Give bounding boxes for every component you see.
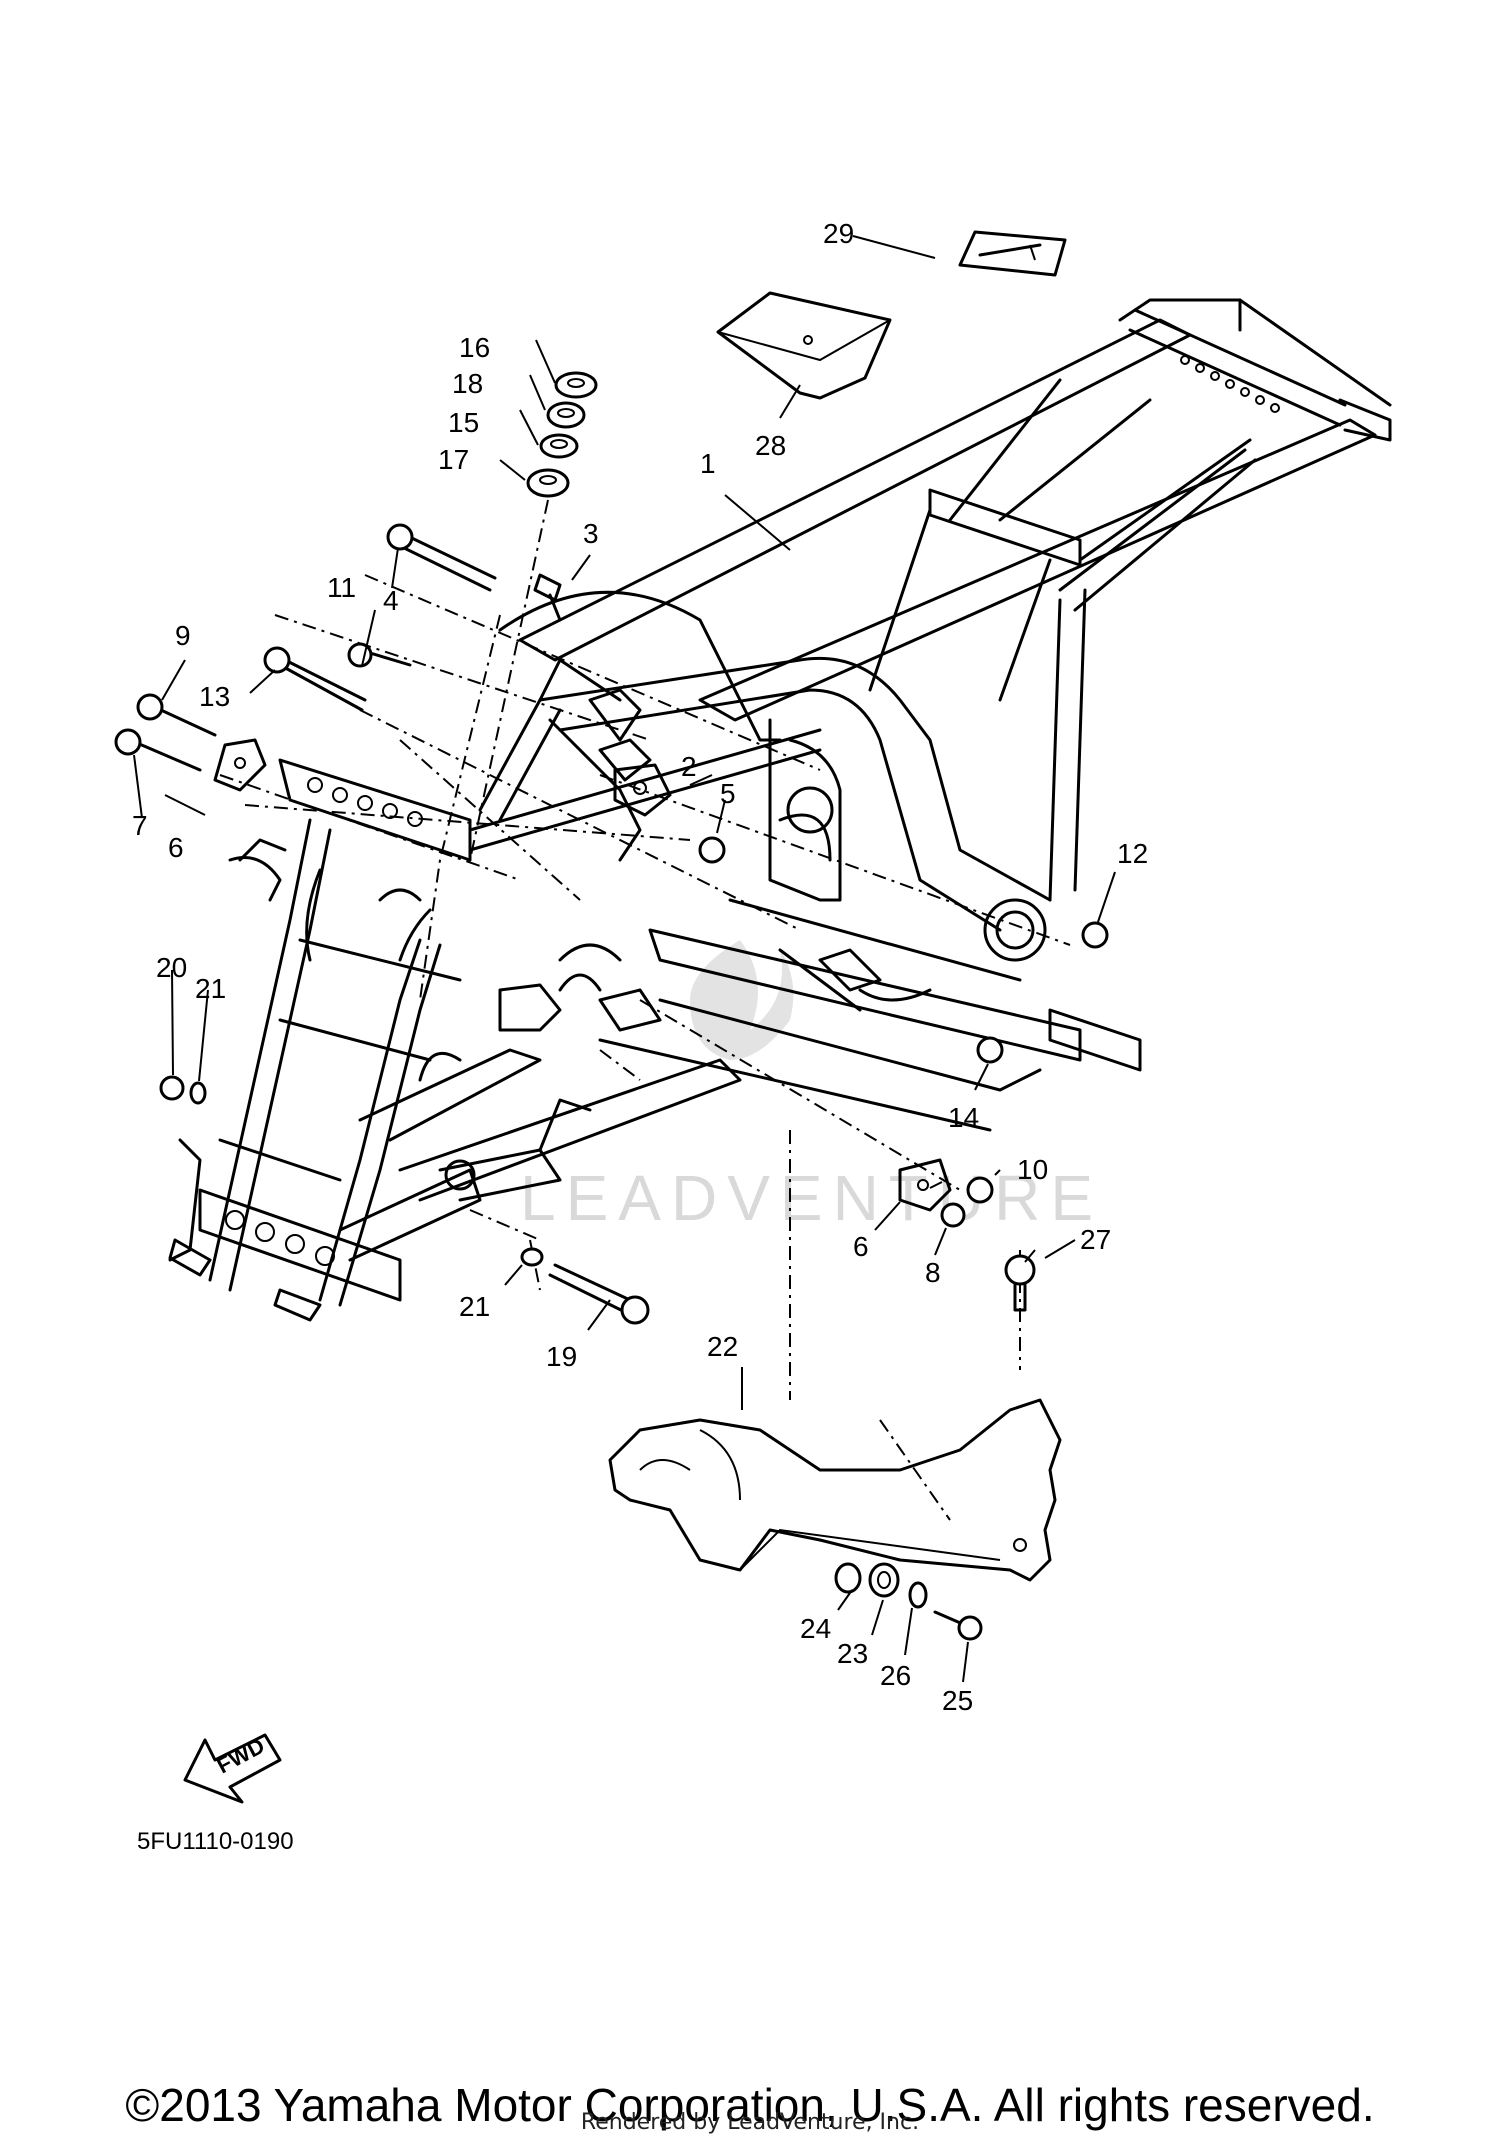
callout-15: 15	[448, 407, 479, 438]
callout-5: 5	[720, 778, 736, 809]
callout-27: 27	[1080, 1224, 1111, 1255]
callout-16: 16	[459, 332, 490, 363]
callout-13: 13	[199, 681, 230, 712]
watermark: LEADVENTURE	[520, 940, 1103, 1234]
callout-6-left: 6	[168, 832, 184, 863]
callouts: 29 28 1 16 18 15 17 3 11 4 9 13 2 5 7 6 …	[132, 218, 1148, 1716]
callout-12: 12	[1117, 838, 1148, 869]
callout-14: 14	[948, 1102, 979, 1133]
assembly-lines	[219, 574, 1071, 1521]
callout-20: 20	[156, 952, 187, 983]
callout-1: 1	[700, 448, 716, 479]
callout-25: 25	[942, 1685, 973, 1716]
callout-9: 9	[175, 620, 191, 651]
callout-28: 28	[755, 430, 786, 461]
callout-22: 22	[707, 1331, 738, 1362]
callout-18: 18	[452, 368, 483, 399]
rendered-by: Rendered by LeadVenture, Inc.	[580, 2110, 920, 2135]
callout-26: 26	[880, 1660, 911, 1691]
main-frame	[168, 298, 1392, 1322]
watermark-text: LEADVENTURE	[520, 1162, 1103, 1234]
callout-21-left: 21	[195, 973, 226, 1004]
callout-21-right: 21	[459, 1291, 490, 1322]
callout-3: 3	[583, 518, 599, 549]
callout-2: 2	[681, 751, 697, 782]
fwd-arrow: FWD	[183, 1733, 282, 1804]
callout-10: 10	[1017, 1154, 1048, 1185]
callout-11: 11	[327, 572, 356, 603]
hardware	[114, 230, 1109, 1641]
callout-23: 23	[837, 1638, 868, 1669]
callout-6-right: 6	[853, 1231, 869, 1262]
callout-24: 24	[800, 1613, 831, 1644]
callout-7: 7	[132, 810, 148, 841]
callout-4: 4	[383, 585, 399, 616]
diagram-code: 5FU1110-0190	[137, 1828, 294, 1855]
callout-8: 8	[925, 1257, 941, 1288]
leader-lines	[133, 235, 1116, 1683]
callout-17: 17	[438, 444, 469, 475]
copyright-notice: ©2013 Yamaha Motor Corporation, U.S.A. A…	[125, 2079, 1375, 2131]
callout-29: 29	[823, 218, 854, 249]
callout-19: 19	[546, 1341, 577, 1372]
